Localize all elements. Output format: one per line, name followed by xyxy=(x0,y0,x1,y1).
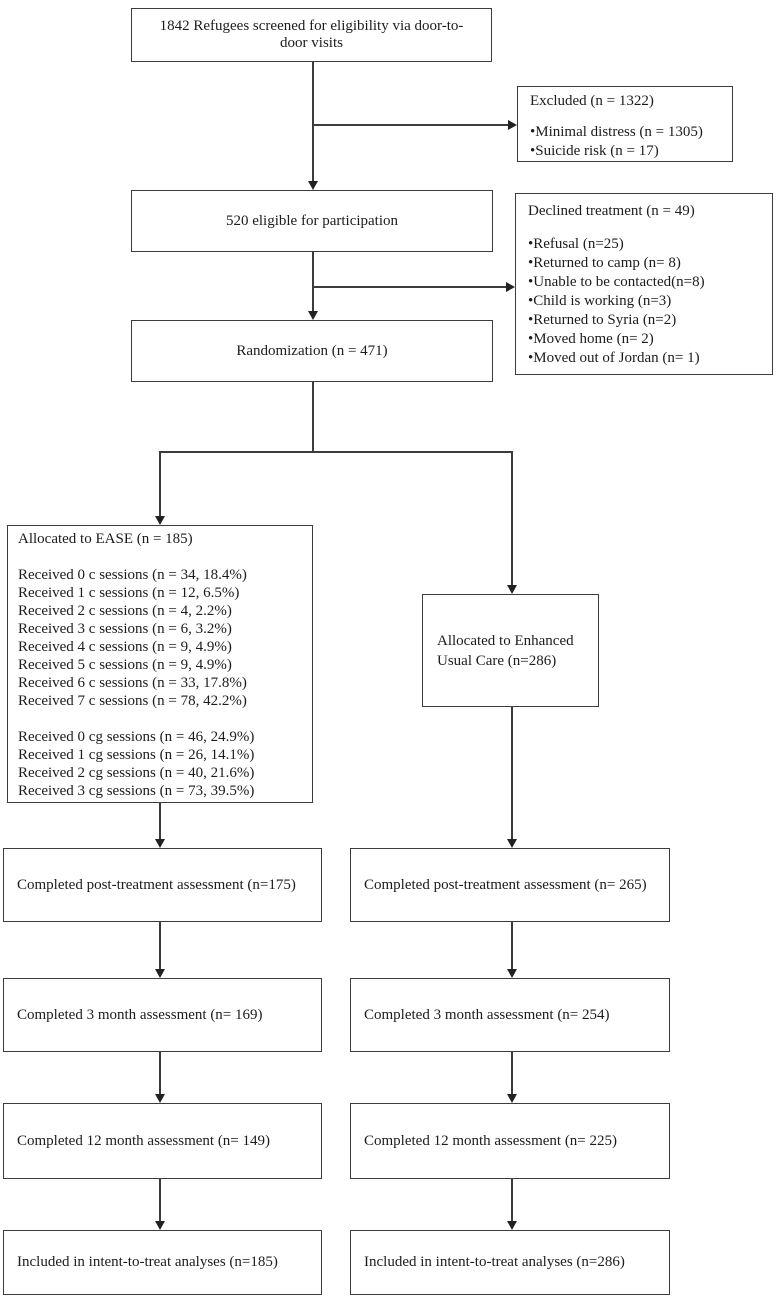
box-randomization: Randomization (n = 471) xyxy=(131,320,493,382)
post-treatment-right-text: Completed post-treatment assessment (n= … xyxy=(364,876,647,893)
arrowhead-into-post-left xyxy=(155,839,165,848)
ease-c-session-line: Received 5 c sessions (n = 9, 4.9%) xyxy=(18,657,232,673)
connector-month3-to-month12-left xyxy=(159,1052,161,1095)
connector-post-to-month3-left xyxy=(159,922,161,970)
month12-left-text: Completed 12 month assessment (n= 149) xyxy=(17,1132,271,1149)
box-post-treatment-left: Completed post-treatment assessment (n=1… xyxy=(3,848,322,922)
box-month12-left: Completed 12 month assessment (n= 149) xyxy=(3,1103,322,1179)
connector-month12-to-itt-right xyxy=(511,1179,513,1222)
box-excluded: Excluded (n = 1322) •Minimal distress (n… xyxy=(517,86,733,162)
declined-reason: •Child is working (n=3) xyxy=(528,293,672,309)
connector-randomization-stem xyxy=(312,382,314,453)
ease-c-session-line: Received 6 c sessions (n = 33, 17.8%) xyxy=(18,675,247,691)
ease-title: Allocated to EASE (n = 185) xyxy=(18,531,193,547)
month3-right-text: Completed 3 month assessment (n= 254) xyxy=(364,1006,610,1023)
eligible-text: 520 eligible for participation xyxy=(225,212,399,229)
box-declined: Declined treatment (n = 49) •Refusal (n=… xyxy=(515,193,773,375)
arrowhead-into-randomization xyxy=(308,311,318,320)
connector-month3-to-month12-right xyxy=(511,1052,513,1095)
arrowhead-into-declined xyxy=(506,282,515,292)
arrowhead-into-ease xyxy=(155,516,165,525)
declined-reason: •Moved out of Jordan (n= 1) xyxy=(528,350,700,366)
month12-right-text: Completed 12 month assessment (n= 225) xyxy=(364,1132,618,1149)
ease-cg-session-line: Received 3 cg sessions (n = 73, 39.5%) xyxy=(18,783,255,799)
itt-left-text: Included in intent-to-treat analyses (n=… xyxy=(17,1254,278,1270)
itt-right-text: Included in intent-to-treat analyses (n=… xyxy=(364,1254,625,1270)
connector-branch-to-ease xyxy=(159,451,161,517)
declined-reason: •Refusal (n=25) xyxy=(528,236,624,252)
connector-eligible-to-randomization xyxy=(312,252,314,312)
declined-reason: •Returned to camp (n= 8) xyxy=(528,255,681,271)
arrowhead-into-month3-right xyxy=(507,969,517,978)
arrowhead-into-month12-right xyxy=(507,1094,517,1103)
arrowhead-into-eligible xyxy=(308,181,318,190)
box-month3-right: Completed 3 month assessment (n= 254) xyxy=(350,978,670,1052)
box-eligible: 520 eligible for participation xyxy=(131,190,493,252)
arrowhead-into-excluded xyxy=(508,120,517,130)
connector-post-to-month3-right xyxy=(511,922,513,970)
connector-month12-to-itt-left xyxy=(159,1179,161,1222)
box-month3-left: Completed 3 month assessment (n= 169) xyxy=(3,978,322,1052)
box-allocated-ease: Allocated to EASE (n = 185) Received 0 c… xyxy=(7,525,313,803)
ease-c-session-line: Received 2 c sessions (n = 4, 2.2%) xyxy=(18,603,232,619)
arrowhead-into-itt-left xyxy=(155,1221,165,1230)
connector-ease-to-post xyxy=(159,803,161,840)
excluded-title: Excluded (n = 1322) xyxy=(530,93,654,109)
declined-reason: •Moved home (n= 2) xyxy=(528,331,654,347)
randomization-text: Randomization (n = 471) xyxy=(236,342,388,359)
connector-usualcare-to-post xyxy=(511,707,513,840)
ease-cg-session-line: Received 2 cg sessions (n = 40, 21.6%) xyxy=(18,765,255,781)
usual-care-text: Allocated to Enhanced Usual Care (n=286) xyxy=(437,632,574,669)
connector-screened-to-eligible xyxy=(312,62,314,182)
box-month12-right: Completed 12 month assessment (n= 225) xyxy=(350,1103,670,1179)
declined-reason: •Returned to Syria (n=2) xyxy=(528,312,677,328)
arrowhead-into-month3-left xyxy=(155,969,165,978)
excluded-reason: •Suicide risk (n = 17) xyxy=(530,143,659,159)
ease-cg-session-line: Received 1 cg sessions (n = 26, 14.1%) xyxy=(18,747,255,763)
box-itt-right: Included in intent-to-treat analyses (n=… xyxy=(350,1230,670,1295)
box-post-treatment-right: Completed post-treatment assessment (n= … xyxy=(350,848,670,922)
arrowhead-into-usual-care xyxy=(507,585,517,594)
declined-reason: •Unable to be contacted(n=8) xyxy=(528,274,705,290)
declined-title: Declined treatment (n = 49) xyxy=(528,203,695,219)
ease-cg-session-line: Received 0 cg sessions (n = 46, 24.9%) xyxy=(18,729,255,745)
screened-text: 1842 Refugees screened for eligibility v… xyxy=(159,18,464,51)
arrowhead-into-itt-right xyxy=(507,1221,517,1230)
ease-c-session-line: Received 7 c sessions (n = 78, 42.2%) xyxy=(18,693,247,709)
ease-c-session-line: Received 4 c sessions (n = 9, 4.9%) xyxy=(18,639,232,655)
ease-c-session-line: Received 3 c sessions (n = 6, 3.2%) xyxy=(18,621,232,637)
ease-c-session-line: Received 1 c sessions (n = 12, 6.5%) xyxy=(18,585,240,601)
box-screened: 1842 Refugees screened for eligibility v… xyxy=(131,8,492,62)
connector-to-excluded xyxy=(313,124,509,126)
box-itt-left: Included in intent-to-treat analyses (n=… xyxy=(3,1230,322,1295)
connector-to-declined xyxy=(313,286,507,288)
month3-left-text: Completed 3 month assessment (n= 169) xyxy=(17,1006,263,1023)
arrowhead-into-month12-left xyxy=(155,1094,165,1103)
connector-randomization-branch xyxy=(159,451,513,453)
excluded-reason: •Minimal distress (n = 1305) xyxy=(530,124,703,140)
ease-c-session-line: Received 0 c sessions (n = 34, 18.4%) xyxy=(18,567,247,583)
post-treatment-left-text: Completed post-treatment assessment (n=1… xyxy=(17,876,296,893)
box-allocated-usual-care: Allocated to Enhanced Usual Care (n=286) xyxy=(422,594,599,707)
arrowhead-into-post-right xyxy=(507,839,517,848)
connector-branch-to-usual-care xyxy=(511,451,513,586)
